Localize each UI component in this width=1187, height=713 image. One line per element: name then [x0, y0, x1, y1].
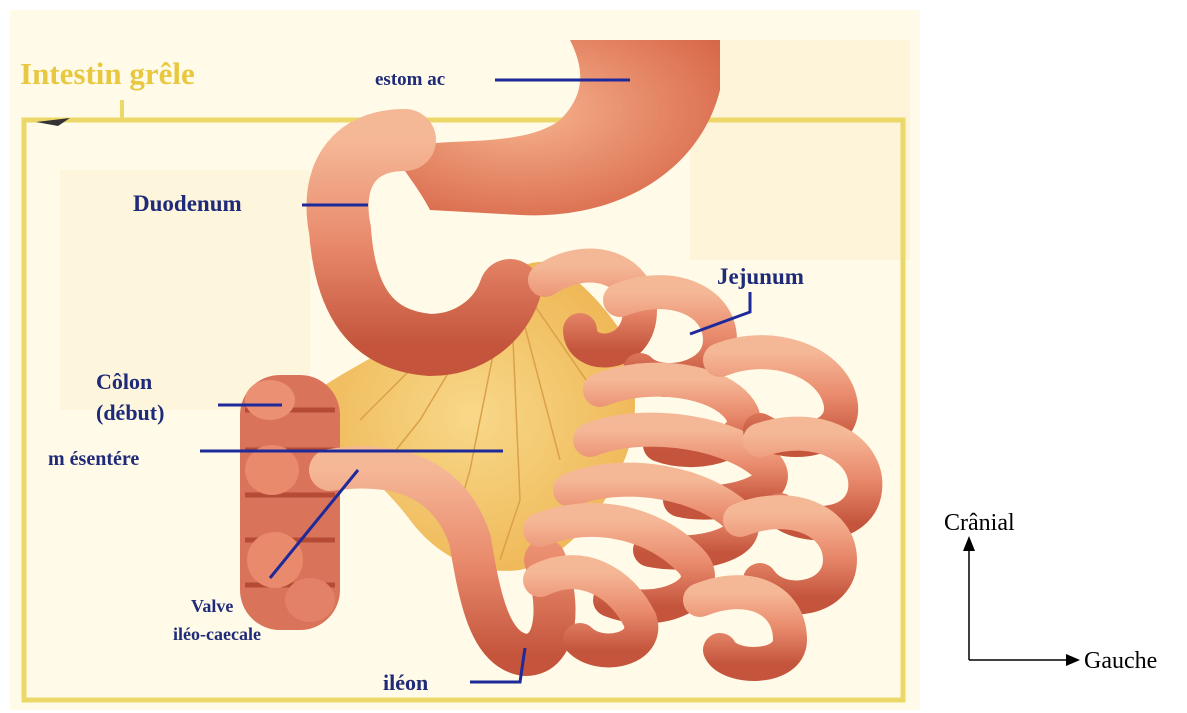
- orientation-indicator: Crânial Gauche: [944, 510, 1157, 674]
- label-mesentere: m ésentére: [48, 448, 139, 470]
- colon-segment: [240, 375, 340, 630]
- arrow-up-icon: [963, 536, 975, 551]
- label-estomac: estom ac: [375, 69, 445, 90]
- label-duodenum: Duodenum: [133, 191, 242, 216]
- diagram-title: Intestin grêle: [20, 56, 195, 91]
- label-valve-line1: Valve: [191, 596, 233, 616]
- orientation-label-cranial: Crânial: [944, 510, 1015, 536]
- orientation-label-gauche: Gauche: [1084, 648, 1157, 674]
- arrow-right-icon: [1066, 654, 1080, 666]
- label-ileon: iléon: [383, 670, 428, 695]
- label-jejunum: Jejunum: [717, 264, 804, 289]
- label-colon-line2: (début): [96, 400, 164, 425]
- background-blotch: [690, 40, 910, 260]
- label-colon-line1: Côlon: [96, 369, 152, 394]
- label-valve-line2: iléo-caecale: [173, 624, 261, 644]
